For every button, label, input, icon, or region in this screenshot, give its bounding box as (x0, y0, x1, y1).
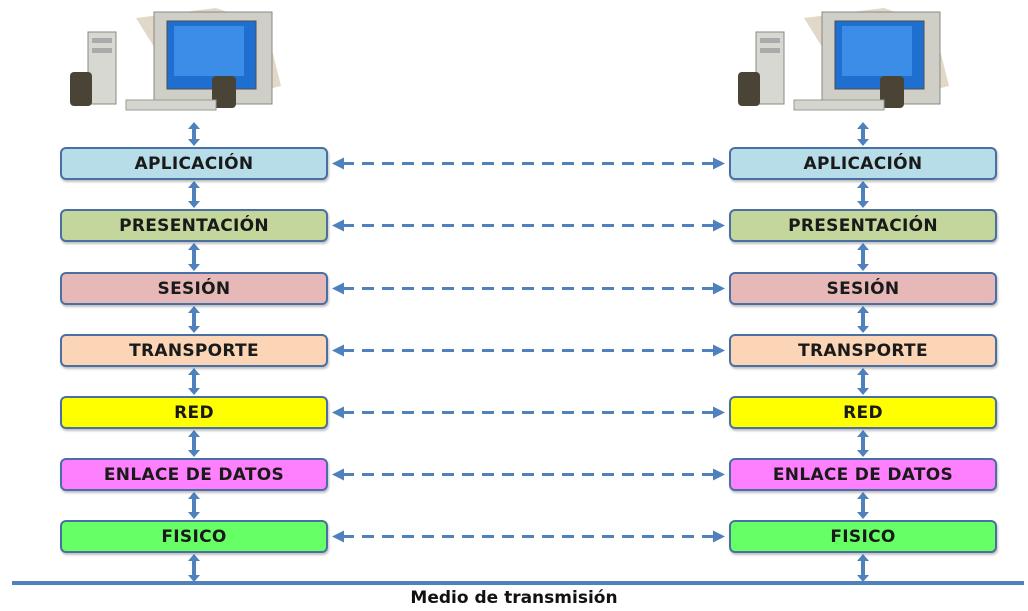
peer-arrow-transporte-icon (332, 344, 725, 357)
left-arrow-computer-to-layer-icon (188, 122, 200, 146)
left-arrow-between-layers-icon (188, 430, 200, 457)
right-arrow-between-layers-icon (857, 368, 869, 395)
right-layer-aplicacion: APLICACIÓN (729, 147, 997, 180)
right-layer-transporte: TRANSPORTE (729, 334, 997, 367)
right-arrow-between-layers-icon (857, 243, 869, 271)
left-arrow-between-layers-icon (188, 492, 200, 519)
right-layer-presentacion: PRESENTACIÓN (729, 209, 997, 242)
left-layer-red: RED (60, 396, 328, 429)
right-layer-fisico: FISICO (729, 520, 997, 553)
peer-arrow-fisico-icon (332, 530, 725, 543)
left-arrow-between-layers-icon (188, 181, 200, 208)
right-arrow-between-layers-icon (857, 430, 869, 457)
peer-arrow-aplicacion-icon (332, 157, 725, 170)
peer-arrow-red-icon (332, 406, 725, 419)
left-arrow-to-medium-icon (188, 554, 200, 582)
right-layer-enlace-de-datos: ENLACE DE DATOS (729, 458, 997, 491)
peer-arrow-enlace-de-datos-icon (332, 468, 725, 481)
left-arrow-between-layers-icon (188, 368, 200, 395)
right-arrow-between-layers-icon (857, 181, 869, 208)
peer-arrow-presentacion-icon (332, 219, 725, 232)
right-arrow-between-layers-icon (857, 306, 869, 333)
peer-arrow-sesion-icon (332, 282, 725, 295)
left-arrow-between-layers-icon (188, 243, 200, 271)
right-computer-icon (738, 8, 949, 111)
right-arrow-computer-to-layer-icon (857, 122, 869, 146)
left-layer-aplicacion: APLICACIÓN (60, 147, 328, 180)
left-layer-transporte: TRANSPORTE (60, 334, 328, 367)
left-layer-presentacion: PRESENTACIÓN (60, 209, 328, 242)
right-layer-red: RED (729, 396, 997, 429)
right-arrow-between-layers-icon (857, 492, 869, 519)
left-arrow-between-layers-icon (188, 306, 200, 333)
left-layer-sesion: SESIÓN (60, 272, 328, 305)
right-arrow-to-medium-icon (857, 554, 869, 582)
left-layer-enlace-de-datos: ENLACE DE DATOS (60, 458, 328, 491)
right-layer-sesion: SESIÓN (729, 272, 997, 305)
transmission-medium-label: Medio de transmisión (410, 588, 618, 608)
left-computer-icon (70, 8, 281, 111)
left-layer-fisico: FISICO (60, 520, 328, 553)
